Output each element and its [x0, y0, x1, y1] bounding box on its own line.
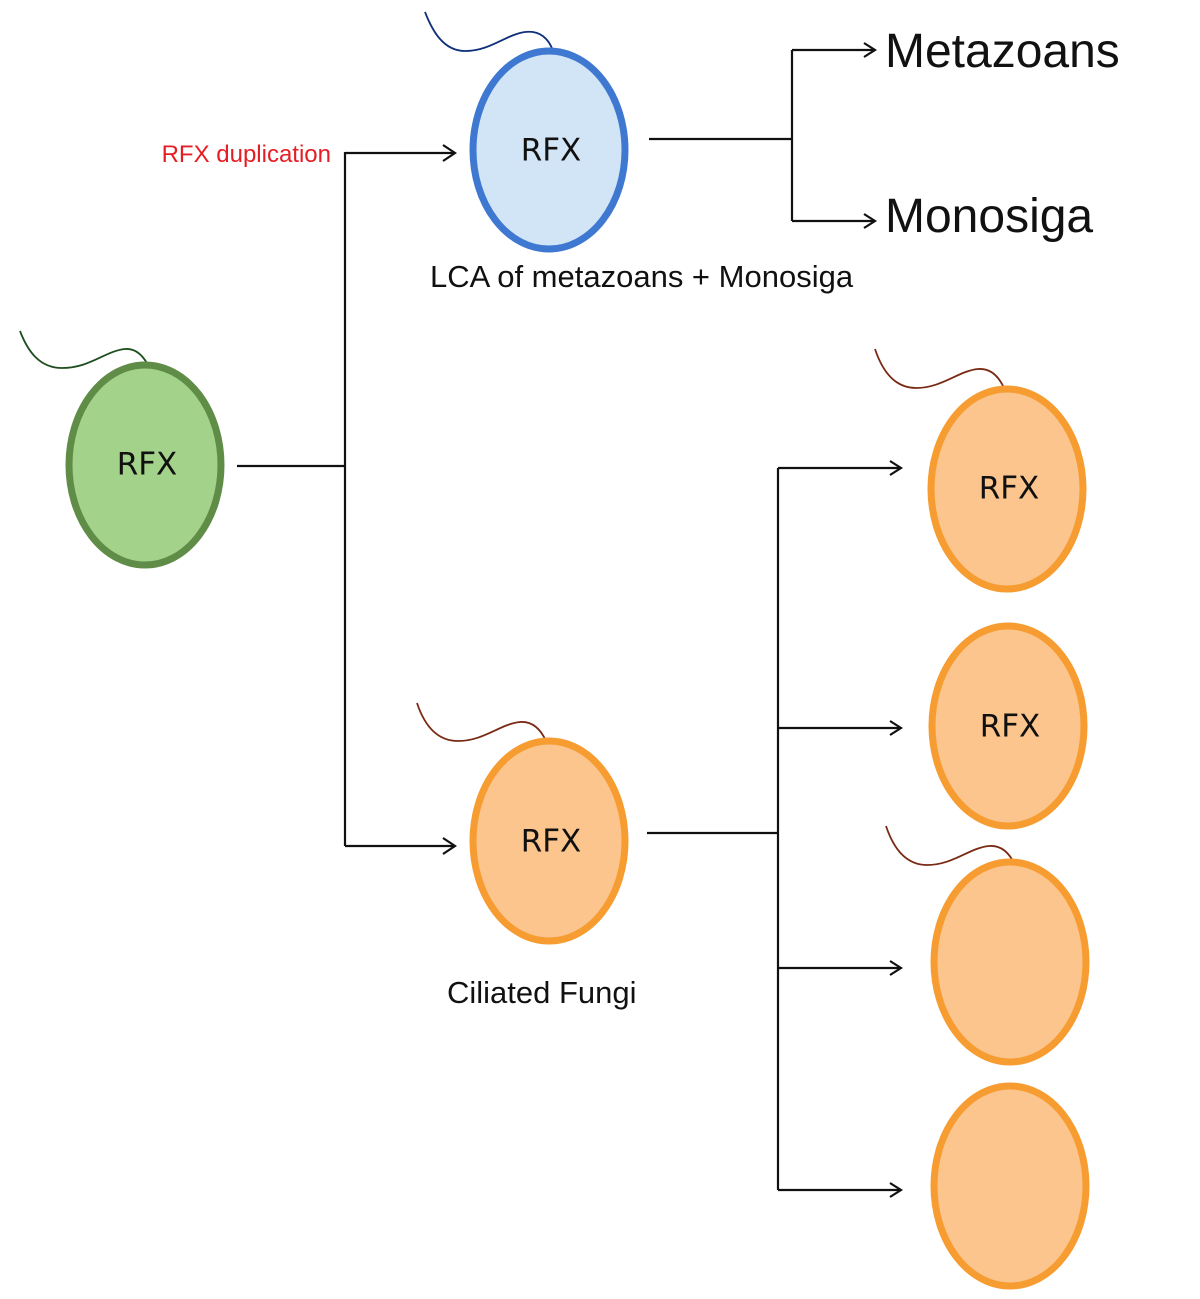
fungi-descendant-3-body	[930, 858, 1090, 1066]
fungi-cell-body	[469, 737, 629, 945]
arrowhead-icon	[889, 460, 904, 476]
lca-cell: RFX	[424, 11, 629, 253]
arrowhead-icon	[889, 1182, 904, 1198]
fungi-descendant-4	[930, 1082, 1090, 1290]
monosiga-label: Monosiga	[885, 190, 1093, 243]
fungi-descendant-1: RFX	[874, 348, 1087, 593]
fungi-descendant-1-label: RFX	[979, 471, 1040, 507]
arrowhead-icon	[863, 213, 878, 229]
arrowhead-icon	[442, 837, 457, 855]
fungi-descendant-2-label: RFX	[980, 709, 1041, 745]
flagellum-icon	[424, 11, 554, 52]
fungi-descendant-4-body	[930, 1082, 1090, 1290]
arrowhead-icon	[442, 144, 457, 162]
flagellum-icon	[19, 330, 151, 370]
arrowhead-icon	[889, 720, 904, 736]
fungi-cell-label: RFX	[521, 824, 582, 860]
lca-cell-body	[469, 47, 629, 253]
ancestor-cell-label: RFX	[117, 447, 178, 483]
ancestor-cell-body	[65, 361, 225, 569]
arrowhead-icon	[863, 42, 878, 58]
fungi-descendant-3	[885, 825, 1090, 1066]
fungi-caption: Ciliated Fungi	[447, 975, 637, 1010]
lca-cell-label: RFX	[521, 133, 582, 169]
fungi-descendant-2: RFX	[928, 622, 1088, 830]
fungi-cell: RFX	[416, 702, 629, 945]
flagellum-icon	[885, 825, 1016, 866]
ancestor-cell: RFX	[19, 330, 225, 569]
arrowhead-icon	[889, 960, 904, 976]
flagellum-icon	[416, 702, 547, 742]
flagellum-icon	[874, 348, 1005, 389]
fungi-descendant-1-body	[927, 385, 1087, 593]
lca-caption: LCA of metazoans + Monosiga	[430, 259, 854, 294]
fungi-descendant-2-body	[928, 622, 1088, 830]
branch-lines	[237, 42, 904, 1198]
metazoans-label: Metazoans	[885, 25, 1120, 78]
duplication-label: RFX duplication	[162, 141, 331, 168]
